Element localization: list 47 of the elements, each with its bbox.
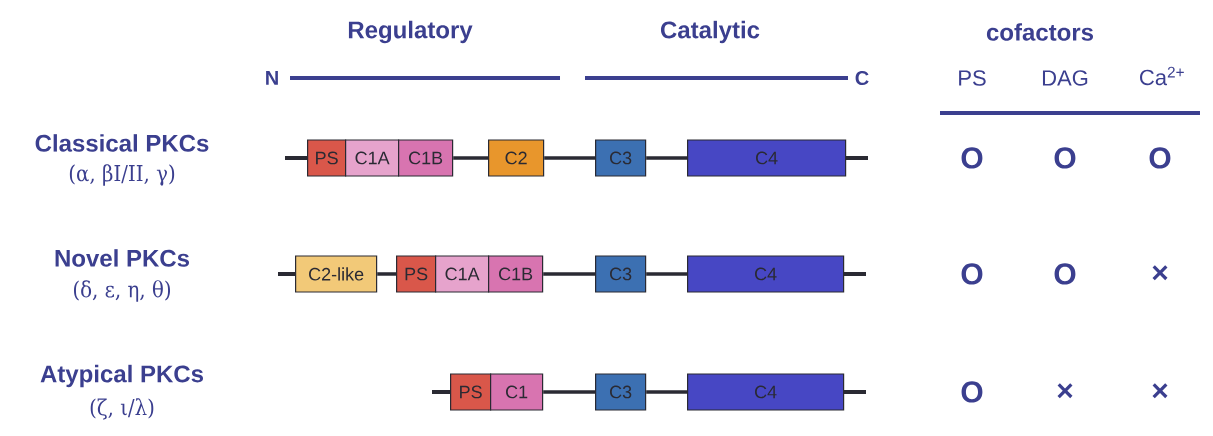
backbone-line xyxy=(646,272,687,276)
family-name: Classical PKCs xyxy=(35,134,209,152)
domain-box: C1A xyxy=(435,255,490,293)
terminus-label: N xyxy=(266,71,278,85)
domain-box: C3 xyxy=(595,373,647,411)
column-heading: Catalytic xyxy=(660,20,760,44)
isoform-list: (δ, ε, η, θ) xyxy=(74,280,171,302)
cofactor-mark: O xyxy=(961,147,983,169)
cofactor-mark: × xyxy=(1152,383,1168,399)
backbone-line xyxy=(646,156,687,160)
domain-box: PS xyxy=(307,139,347,177)
backbone-line xyxy=(543,390,595,394)
column-heading: Regulatory xyxy=(348,20,473,44)
backbone-line xyxy=(646,390,687,394)
domain-box: C2-like xyxy=(295,255,378,293)
isoform-list: (ζ, ι/λ) xyxy=(90,398,154,420)
domain-box: PS xyxy=(396,255,437,293)
cofactor-name: PS xyxy=(959,70,986,86)
family-name: Novel PKCs xyxy=(55,249,189,267)
cofactor-mark: O xyxy=(961,263,983,285)
domain-box: C1 xyxy=(490,373,544,411)
cofactor-mark: × xyxy=(1152,265,1168,281)
domain-box: C3 xyxy=(595,255,647,293)
backbone-line xyxy=(544,156,595,160)
domain-box: PS xyxy=(450,373,492,411)
backbone-line xyxy=(453,156,488,160)
family-name: Atypical PKCs xyxy=(40,364,203,388)
cofactor-mark: × xyxy=(1057,383,1073,399)
isoform-list: (α, βI/II, γ) xyxy=(69,164,175,186)
domain-box: C4 xyxy=(687,373,845,411)
domain-box: C1A xyxy=(345,139,400,177)
domain-box: C3 xyxy=(595,139,647,177)
domain-box: C1B xyxy=(398,139,454,177)
terminus-label: C xyxy=(855,70,869,86)
domain-box: C2 xyxy=(488,139,545,177)
cofactor-mark: O xyxy=(1054,263,1076,285)
backbone-line xyxy=(377,272,396,276)
domain-box: C1B xyxy=(488,255,544,293)
domain-box: C4 xyxy=(687,139,847,177)
domain-box: C4 xyxy=(687,255,845,293)
cofactor-mark: O xyxy=(1149,147,1171,169)
cofactor-mark: O xyxy=(961,381,983,403)
cofactor-name: DAG xyxy=(1042,70,1088,86)
backbone-line xyxy=(543,272,595,276)
cofactor-mark: O xyxy=(1054,147,1076,169)
cofactor-name: Ca$^{2+}$ xyxy=(1140,66,1184,86)
column-heading: cofactors xyxy=(986,23,1093,41)
